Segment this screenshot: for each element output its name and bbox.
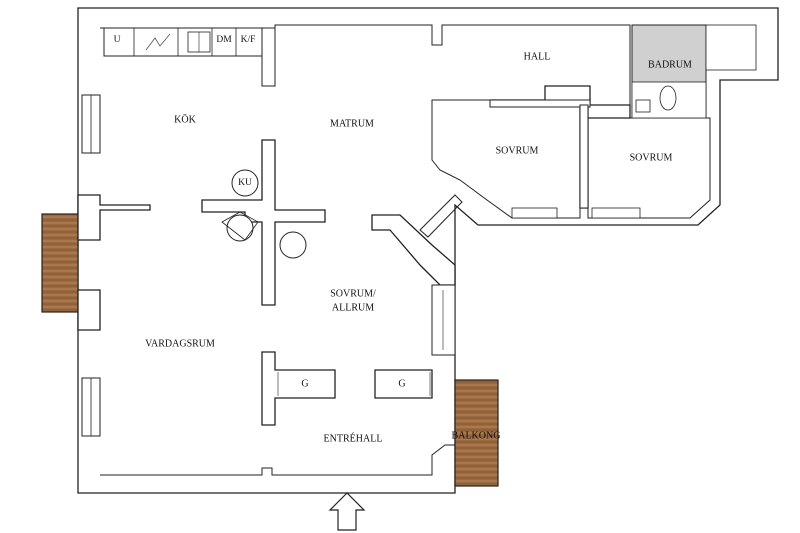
room-sovrum-2: SOVRUM bbox=[630, 152, 673, 163]
label-ku: KU bbox=[238, 178, 252, 188]
balcony-right bbox=[454, 379, 499, 487]
room-kok: KÖK bbox=[174, 113, 196, 125]
room-sovrum-allrum-2: ALLRUM bbox=[332, 302, 374, 313]
room-sovrum-1: SOVRUM bbox=[496, 145, 539, 156]
right-wall-segment bbox=[431, 284, 456, 356]
room-balkong: BALKONG bbox=[452, 430, 501, 441]
wall-between-bedrooms bbox=[579, 104, 589, 209]
room-hall: HALL bbox=[524, 51, 551, 62]
inner-wall bbox=[100, 24, 711, 219]
wall-kitchen-living bbox=[77, 194, 151, 241]
column-ku bbox=[231, 169, 259, 197]
column-round-2 bbox=[279, 231, 307, 259]
wardrobe-left bbox=[261, 351, 336, 426]
wardrobe-right bbox=[374, 369, 433, 399]
wall-hall-bedroom bbox=[489, 99, 591, 108]
window-bedroom-1 bbox=[511, 207, 558, 219]
column-round-1 bbox=[226, 214, 254, 242]
angled-wall-window bbox=[419, 194, 463, 238]
sink-bath-icon bbox=[635, 99, 651, 113]
label-dm: DM bbox=[216, 35, 232, 45]
central-column bbox=[201, 139, 326, 306]
wall-stub-kitchen bbox=[261, 27, 276, 87]
toilet-icon bbox=[659, 85, 677, 111]
stove-icon bbox=[145, 33, 171, 51]
balcony-left bbox=[41, 213, 79, 313]
label-g1: G bbox=[301, 378, 308, 389]
room-sovrum-allrum-1: SOVRUM/ bbox=[330, 288, 376, 299]
wall-living-lower bbox=[77, 289, 101, 331]
room-entrehall: ENTRÉHALL bbox=[324, 432, 383, 444]
room-vardagsrum: VARDAGSRUM bbox=[145, 338, 215, 349]
label-g2: G bbox=[398, 378, 405, 389]
closet-small bbox=[705, 24, 757, 71]
fixture-angled bbox=[221, 211, 259, 241]
kitchen-counter bbox=[103, 27, 263, 57]
window-bedroom-2 bbox=[591, 207, 641, 219]
room-badrum: BADRUM bbox=[648, 59, 692, 70]
label-kf: K/F bbox=[241, 35, 256, 45]
label-u: U bbox=[114, 35, 121, 45]
entry-inner-wall bbox=[100, 444, 455, 476]
room-matrum: MATRUM bbox=[330, 118, 374, 129]
entry-arrow-icon bbox=[328, 492, 366, 531]
